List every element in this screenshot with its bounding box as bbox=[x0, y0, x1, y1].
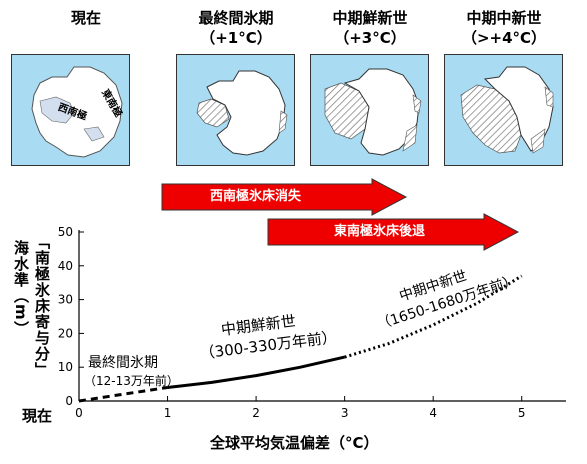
retreated-area bbox=[544, 86, 554, 108]
x-tick-label: 3 bbox=[341, 406, 349, 420]
panel-title-mid-pliocene: 中期鮮新世 （+3°C） bbox=[310, 8, 430, 48]
y-tick-label: 0 bbox=[65, 394, 73, 408]
panel-title-present: 現在 bbox=[26, 8, 146, 28]
series-line-dashed bbox=[78, 386, 168, 403]
panel-subtitle-text: （+3°C） bbox=[334, 29, 406, 47]
y-axis-label: 海水準（m） bbox=[12, 240, 30, 337]
arrow-shape bbox=[267, 213, 520, 251]
series-name: 最終間氷期 bbox=[88, 355, 158, 371]
x-tick-label: 1 bbox=[164, 406, 172, 420]
panel-subtitle-text: （+1°C） bbox=[200, 29, 272, 47]
arrow-shape bbox=[161, 178, 408, 216]
panel-title-mid-miocene: 中期中新世 （>+4°C） bbox=[444, 8, 564, 48]
x-axis-label: 全球平均気温偏差（°C） bbox=[210, 434, 379, 452]
retreated-area bbox=[278, 110, 288, 134]
y-tick-label: 10 bbox=[58, 360, 73, 374]
x-tick-label: 5 bbox=[518, 406, 526, 420]
chart-series bbox=[78, 274, 523, 403]
retreated-area bbox=[412, 94, 422, 114]
series-period: （12-13万年前） bbox=[84, 374, 179, 388]
west-antarctic-ice-sheet bbox=[39, 96, 75, 124]
retreated-area bbox=[196, 98, 230, 128]
panel-title-text: 最終間氷期 bbox=[198, 9, 274, 27]
panel-subtitle-text: （>+4°C） bbox=[461, 29, 547, 47]
ice-shelf bbox=[83, 126, 105, 142]
panel-title-text: 現在 bbox=[70, 9, 101, 27]
retreated-area bbox=[530, 128, 546, 154]
antarctica-ice-sheet bbox=[483, 66, 554, 152]
antarctica-map-mid-miocene bbox=[444, 54, 563, 166]
panel-title-text: 中期鮮新世 bbox=[332, 9, 408, 27]
y-tick-label: 40 bbox=[58, 259, 73, 273]
antarctica-map-last-interglacial bbox=[176, 54, 295, 166]
antarctica-map-present: 西南極 東南極 bbox=[11, 54, 130, 166]
retreated-area bbox=[460, 84, 522, 154]
arrow-east-antarctic-retreat bbox=[267, 213, 520, 251]
antarctica-ice-sheet bbox=[206, 70, 286, 156]
series-label-last-interglacial: 最終間氷期 （12-13万年前） bbox=[84, 352, 179, 389]
y-tick-label: 30 bbox=[58, 293, 73, 307]
arrow-east-antarctic-retreat-label: 東南極氷床後退 bbox=[334, 224, 426, 239]
x-tick-label: 2 bbox=[252, 406, 260, 420]
panel-title-last-interglacial: 最終間氷期 （+1°C） bbox=[176, 8, 296, 48]
arrow-west-antarctic-loss bbox=[161, 178, 408, 216]
x-tick-label: 4 bbox=[429, 406, 437, 420]
retreated-area bbox=[402, 124, 418, 152]
x-tick-label: 0 bbox=[75, 406, 83, 420]
origin-label: 現在 bbox=[22, 407, 53, 425]
panel-title-text: 中期中新世 bbox=[466, 9, 542, 27]
series-line-solid bbox=[167, 355, 345, 389]
antarctica-map-mid-pliocene bbox=[310, 54, 429, 166]
series-line-dotted bbox=[344, 274, 523, 359]
y-axis-label-contribution: 「南極氷床寄与分」 bbox=[33, 234, 51, 378]
y-tick-label: 50 bbox=[58, 225, 73, 239]
arrow-west-antarctic-loss-label: 西南極氷床消失 bbox=[210, 189, 302, 204]
chart-axes: 0 10 20 30 40 50 0 1 2 3 4 5 bbox=[58, 225, 566, 420]
y-tick-label: 20 bbox=[58, 326, 73, 340]
